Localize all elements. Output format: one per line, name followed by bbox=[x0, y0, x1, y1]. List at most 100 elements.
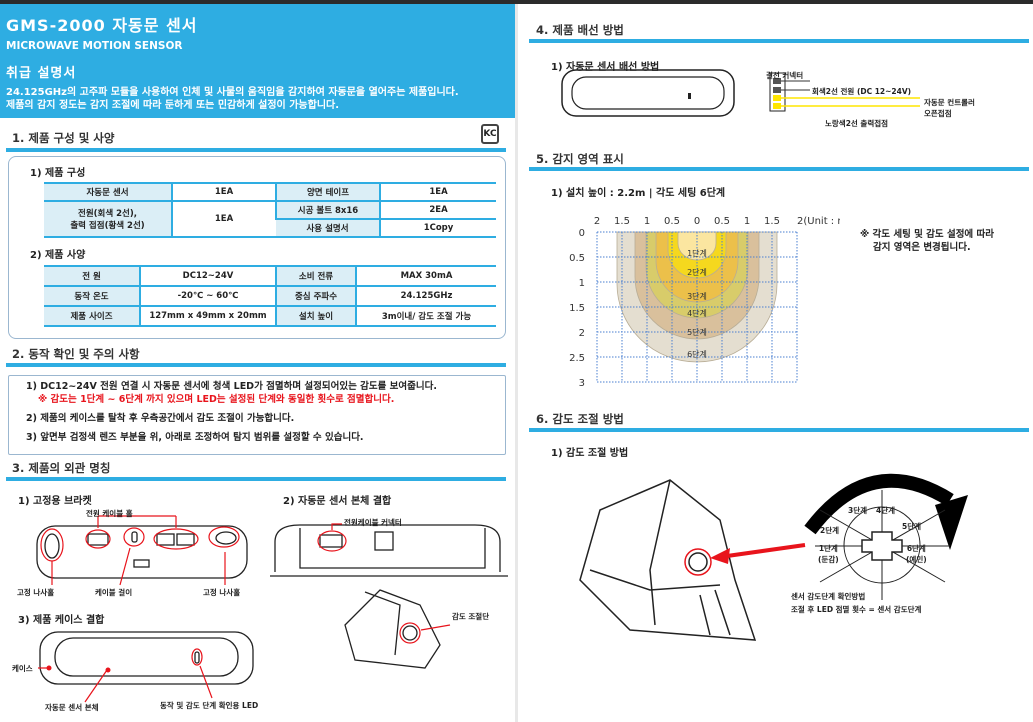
zone-label: 3단계 bbox=[687, 291, 707, 301]
page-divider bbox=[515, 4, 518, 722]
caution-item: 1) DC12~24V 전원 연결 시 자동문 센서에 청색 LED가 점멸하며… bbox=[26, 381, 437, 392]
x-tick-label: 0 bbox=[694, 216, 700, 227]
kc-mark-icon: KC bbox=[481, 124, 499, 144]
y-tick-label: 2 bbox=[579, 328, 585, 339]
description-line: 24.125GHz의 고주파 모듈을 사용하여 인체 및 사물의 움직임을 감지… bbox=[6, 87, 459, 98]
product-title: GMS-2000 자동문 센서 bbox=[6, 16, 198, 35]
cell: 3m이내/ 감도 조절 가능 bbox=[355, 305, 496, 327]
section-bar bbox=[6, 148, 506, 152]
cell: 사용 설명서 bbox=[276, 218, 380, 238]
x-tick-label: 0.5 bbox=[714, 216, 730, 227]
zone-area bbox=[677, 231, 717, 261]
composition-title: 1) 제품 구성 bbox=[30, 168, 86, 179]
label-cable-hook: 케이블 걸이 bbox=[95, 588, 133, 597]
label-output-wire: 노랑색2선 출력접점 bbox=[825, 119, 889, 128]
label-screw-hole-left: 고정 나사홀 bbox=[17, 588, 55, 597]
wiring-diagram bbox=[561, 69, 920, 117]
cell: MAX 30mA bbox=[355, 265, 496, 287]
top-bar bbox=[0, 0, 1033, 4]
step-1-label: 1단계(둔감) bbox=[818, 544, 839, 564]
section-bar bbox=[6, 363, 506, 367]
cell: DC12~24V bbox=[139, 265, 276, 287]
x-tick-label: 1.5 bbox=[614, 216, 630, 227]
x-tick-label: 1 bbox=[644, 216, 650, 227]
label-wiring-connector: 결선 커넥터 bbox=[766, 71, 804, 80]
y-tick-label: 3 bbox=[579, 378, 585, 389]
step-3-label: 3단계 bbox=[848, 506, 868, 515]
caution-box bbox=[8, 375, 506, 455]
cell: 시공 볼트 8x16 bbox=[275, 200, 380, 220]
wiring-subtitle: 1) 자동문 센서 배선 방법 bbox=[551, 62, 660, 73]
y-tick-label: 2.5 bbox=[569, 353, 585, 364]
x-tick-label: 1.5 bbox=[764, 216, 780, 227]
description-line: 제품의 감지 정도는 감지 조절에 따라 둔하게 또는 민감하게 설정이 가능합… bbox=[6, 100, 340, 111]
appearance-illustrations bbox=[36, 515, 508, 703]
manual-title: 취급 설명서 bbox=[6, 66, 77, 81]
spec-box bbox=[8, 156, 506, 339]
section-5-title: 5. 감지 영역 표시 bbox=[536, 152, 624, 166]
y-tick-label: 0.5 bbox=[569, 253, 585, 264]
section-bar bbox=[6, 477, 506, 481]
cell: -20℃ ~ 60℃ bbox=[139, 285, 276, 307]
zone-label: 2단계 bbox=[687, 267, 707, 277]
section-2-title: 2. 동작 확인 및 주의 사항 bbox=[12, 347, 140, 361]
section-bar bbox=[529, 428, 1029, 432]
x-tick-label: 2(Unit : m) bbox=[797, 216, 840, 227]
caution-warning: ※ 감도는 1단계 ~ 6단계 까지 있으며 LED는 설정된 단계와 동일한 … bbox=[38, 394, 395, 405]
zone-label: 5단계 bbox=[687, 327, 707, 337]
adjust-subtitle: 1) 감도 조절 방법 bbox=[551, 448, 629, 459]
cell: 자동문 센서 bbox=[44, 182, 172, 202]
body-title: 2) 자동문 센서 본체 결합 bbox=[283, 496, 392, 507]
cell: 1EA bbox=[171, 200, 276, 238]
x-tick-label: 0.5 bbox=[664, 216, 680, 227]
cell: 설치 높이 bbox=[275, 305, 356, 327]
cell: 24.125GHz bbox=[355, 285, 496, 307]
zone-note-line: 감지 영역은 변경됩니다. bbox=[873, 242, 971, 253]
zone-label: 6단계 bbox=[687, 349, 707, 359]
title-banner: GMS-2000 자동문 센서 MICROWAVE MOTION SENSOR … bbox=[0, 4, 515, 118]
adjust-drawing bbox=[344, 589, 441, 669]
label-screw-hole-right: 고정 나사홀 bbox=[203, 588, 241, 597]
cell: 1Copy bbox=[379, 218, 496, 238]
description: 24.125GHz의 고주파 모듈을 사용하여 인체 및 사물의 움직임을 감지… bbox=[6, 86, 459, 112]
step-6-label: 6단계(예민) bbox=[906, 544, 927, 564]
zone-label: 1단계 bbox=[687, 248, 707, 258]
section-3-title: 3. 제품의 외관 명칭 bbox=[12, 461, 111, 475]
label-power-wire: 회색2선 전원 (DC 12~24V) bbox=[812, 87, 912, 96]
cell: 양면 테이프 bbox=[275, 182, 380, 202]
bracket-drawing bbox=[36, 525, 248, 579]
detection-zone-diagram: 21.510.500.511.52(Unit : m)00.511.522.53… bbox=[569, 216, 840, 389]
zone-note-line: ※ 각도 세팅 및 감도 설정에 따라 bbox=[860, 229, 994, 240]
spec-title: 2) 제품 사양 bbox=[30, 250, 86, 261]
sensor-drawing bbox=[579, 479, 757, 641]
y-tick-label: 1 bbox=[579, 278, 585, 289]
y-tick-label: 1.5 bbox=[569, 303, 585, 314]
zone-label: 4단계 bbox=[687, 308, 707, 318]
caution-item: 3) 앞면부 검정색 렌즈 부분을 위, 아래로 조정하여 탐지 범위를 설정할… bbox=[26, 432, 364, 443]
cell: 전원(회색 2선),출력 접점(황색 2선) bbox=[44, 200, 172, 238]
sensor-body-drawing bbox=[270, 524, 508, 577]
x-tick-label: 1 bbox=[744, 216, 750, 227]
section-1-title: 1. 제품 구성 및 사양 bbox=[12, 131, 115, 145]
cell: 제품 사이즈 bbox=[44, 305, 140, 327]
cell: 중심 주파수 bbox=[275, 285, 356, 307]
case-drawing bbox=[39, 631, 254, 685]
label-controller: 자동문 컨트롤러 bbox=[924, 98, 975, 107]
cell: 1EA bbox=[379, 182, 496, 202]
cell: 1EA bbox=[171, 182, 276, 202]
caution-item: 2) 제품의 케이스를 탈착 후 우측공간에서 감도 조절이 가능합니다. bbox=[26, 413, 295, 424]
bracket-title: 1) 고정용 브라켓 bbox=[18, 496, 92, 507]
cell: 127mm x 49mm x 20mm bbox=[139, 305, 276, 327]
label-connector: 전원케이블 커넥터 bbox=[344, 518, 402, 527]
section-bar bbox=[529, 39, 1029, 43]
